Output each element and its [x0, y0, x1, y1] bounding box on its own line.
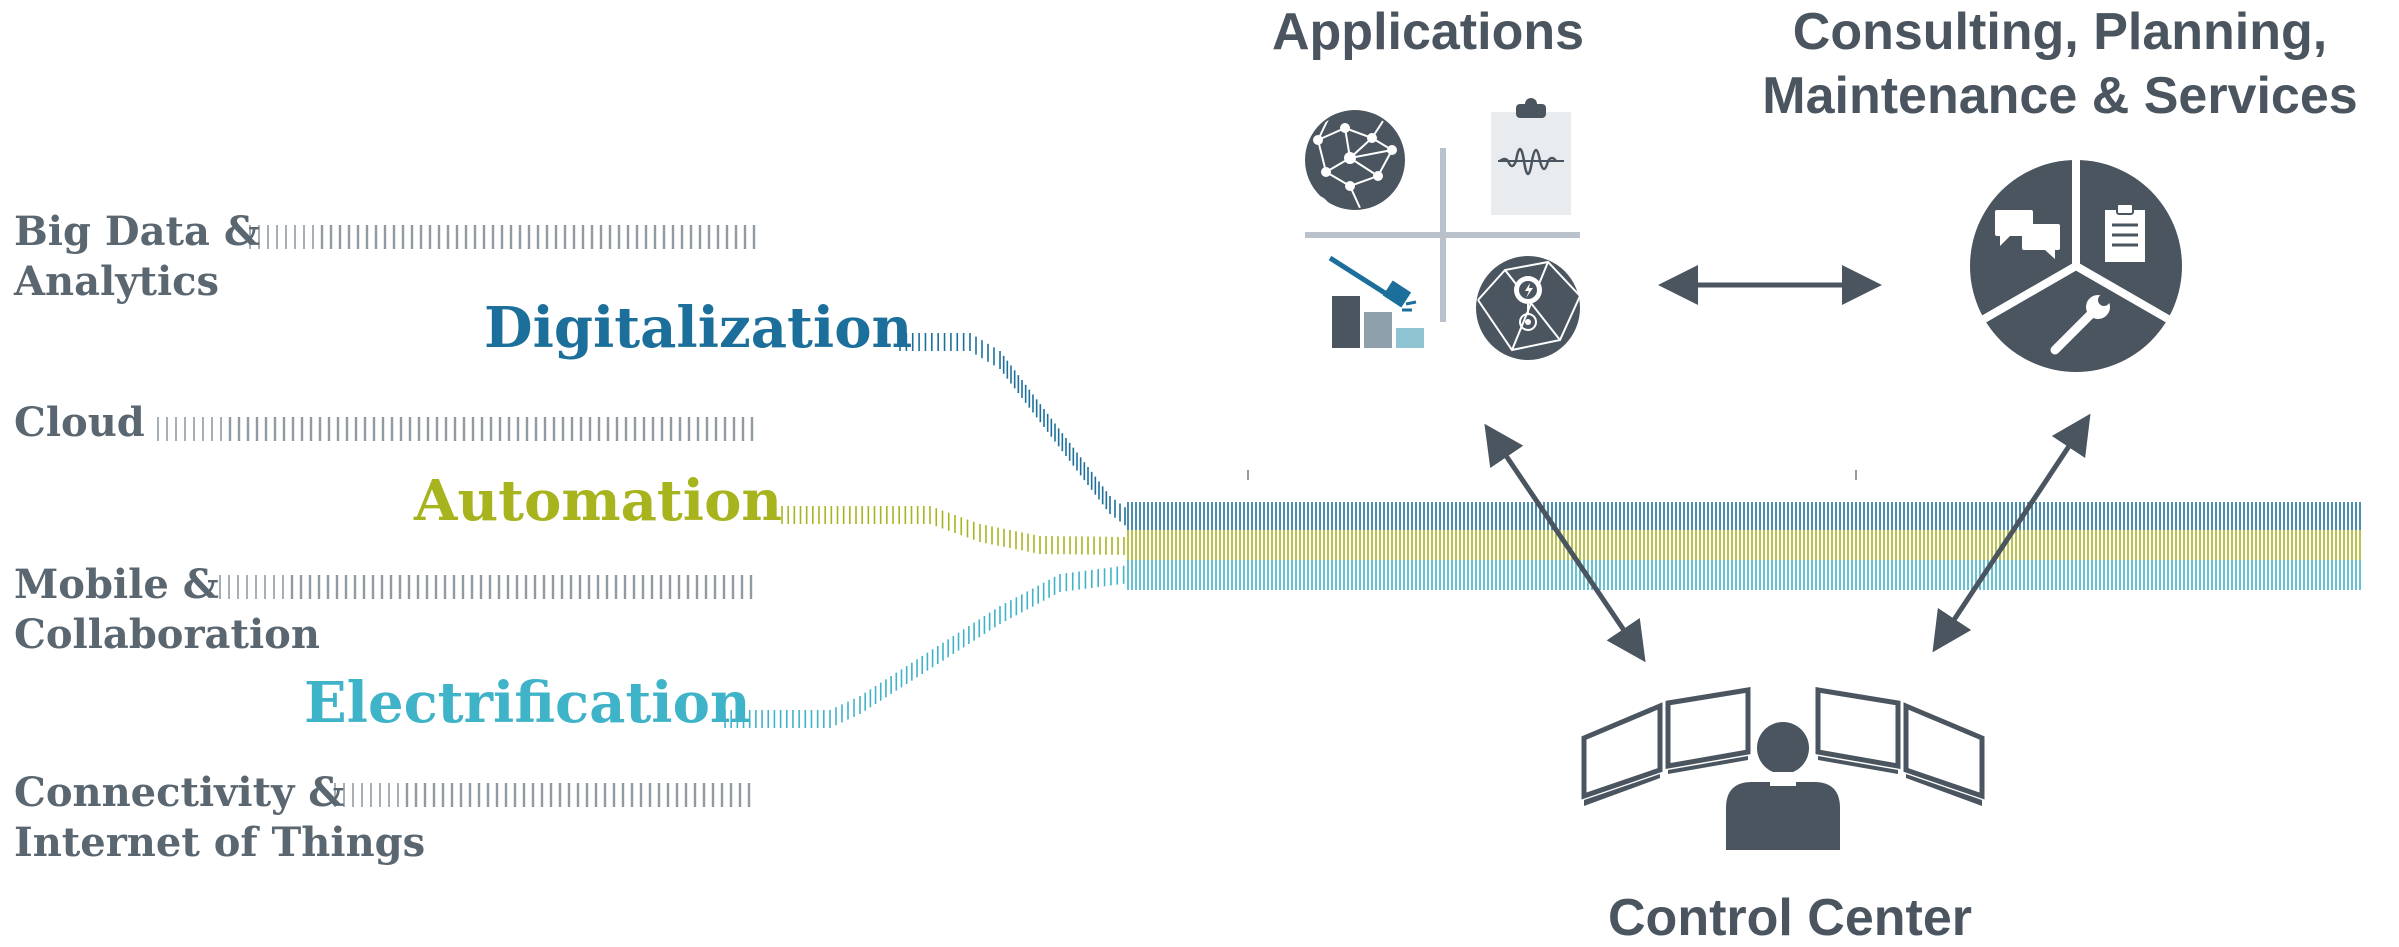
- monitor-icon: [1815, 687, 1901, 774]
- operator-icon: [1726, 722, 1840, 850]
- tech-label-big-data: Big Data & Analytics: [14, 207, 260, 307]
- tech-label-line: Collaboration: [14, 611, 320, 658]
- theme-flows: [724, 333, 1126, 728]
- double-arrow-icon: [1932, 413, 2091, 653]
- applications-quadrant: [1305, 98, 1580, 360]
- monitor-icon: [1581, 702, 1663, 806]
- network-globe-icon: [1305, 110, 1405, 210]
- convergence-band: [1127, 470, 2361, 590]
- technology-stripes: [157, 225, 756, 807]
- heading-applications: Applications: [1271, 3, 1585, 61]
- chat-icon: [1995, 210, 2060, 259]
- double-arrow-icon: [1484, 423, 1646, 663]
- services-pie-icon: [1970, 160, 2182, 372]
- theme-label-digitalization: Digitalization: [484, 295, 913, 361]
- tech-label-mobile: Mobile & Collaboration: [14, 560, 320, 660]
- tech-label-line: Mobile &: [14, 561, 219, 608]
- heading-consulting: Consulting, Planning, Maintenance & Serv…: [1740, 0, 2380, 128]
- tech-label-line: Analytics: [14, 258, 220, 305]
- heading-control-center: Control Center: [1608, 889, 1972, 947]
- tech-label-connectivity: Connectivity & Internet of Things: [14, 768, 425, 868]
- tech-label-cloud: Cloud: [14, 398, 145, 448]
- clipboard-icon: [2105, 203, 2145, 262]
- tech-label-line: Big Data &: [14, 208, 260, 255]
- control-center-icon: [1581, 687, 1985, 850]
- monitor-icon: [1665, 687, 1751, 774]
- grid-node-icon: [1476, 256, 1580, 360]
- tech-label-line: Internet of Things: [14, 819, 426, 866]
- waveform-clipboard-icon: [1491, 98, 1571, 215]
- theme-label-electrification: Electrification: [304, 670, 751, 736]
- heading-line: Consulting, Planning,: [1792, 3, 2328, 61]
- tech-label-line: Connectivity &: [14, 769, 345, 816]
- heading-line: Maintenance & Services: [1762, 67, 2358, 125]
- power-plug-chart-icon: [1328, 255, 1424, 348]
- tech-label-line: Cloud: [14, 399, 145, 446]
- wrench-icon: [2050, 294, 2110, 355]
- monitor-icon: [1903, 702, 1985, 806]
- theme-label-automation: Automation: [414, 468, 783, 534]
